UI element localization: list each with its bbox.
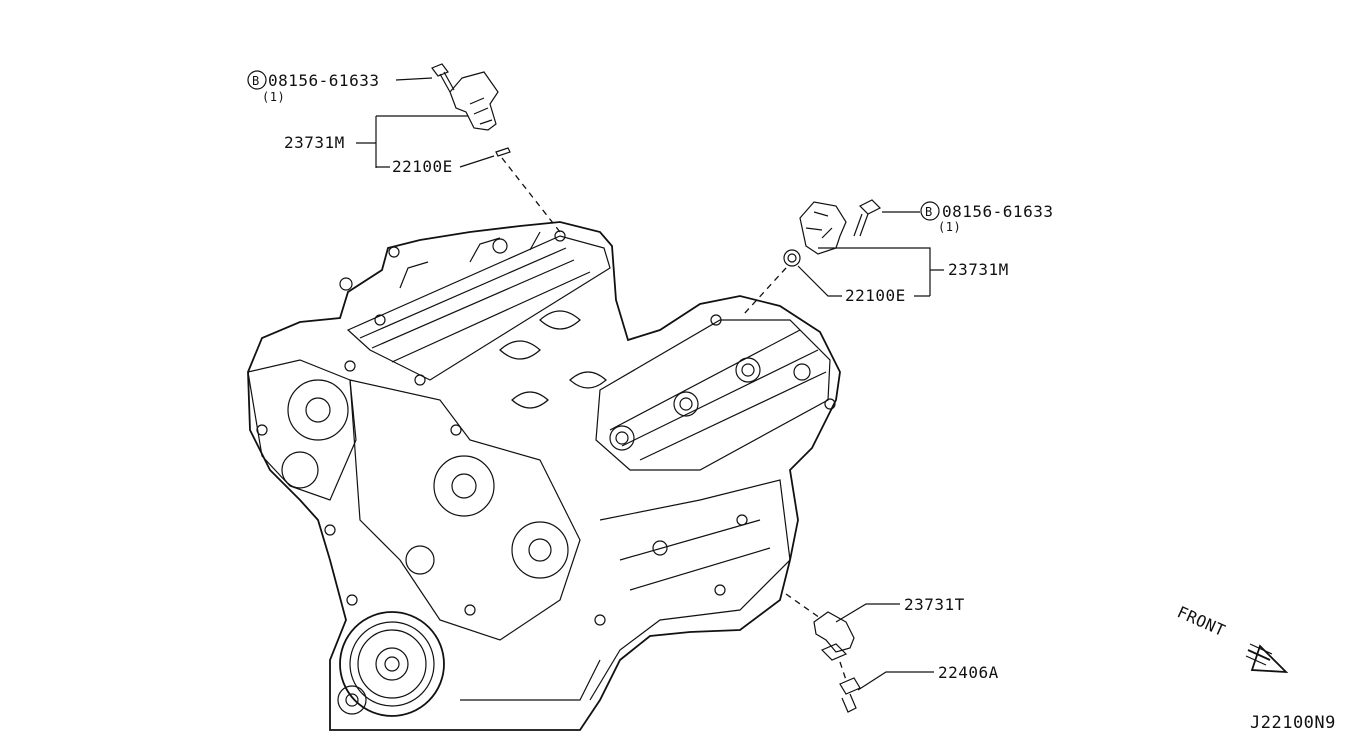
part-number-crank-bolt: 22406A bbox=[938, 663, 999, 682]
part-number-sensor-top: 23731M bbox=[284, 133, 345, 152]
callout-oring-right: 22100E bbox=[797, 265, 930, 305]
callout-sensor-top: 23731M bbox=[284, 115, 468, 168]
callout-oring-top: 22100E bbox=[376, 155, 495, 176]
callout-crank-bolt: 22406A bbox=[857, 663, 999, 691]
quantity-bolt-right: (1) bbox=[938, 220, 961, 234]
engine-block-illustration bbox=[247, 221, 841, 731]
top-sensor-assembly bbox=[431, 63, 561, 233]
bolt-symbol-b-icon bbox=[247, 70, 267, 90]
part-number-oring-top: 22100E bbox=[392, 157, 453, 176]
part-number-bolt-top: 08156-61633 bbox=[268, 71, 379, 90]
front-arrow-icon bbox=[1245, 643, 1289, 674]
right-sensor-assembly bbox=[743, 199, 882, 315]
bolt-symbol-b-icon-right bbox=[920, 201, 940, 221]
part-number-oring-right: 22100E bbox=[845, 286, 906, 305]
callout-bolt-top: B 08156-61633 (1) bbox=[247, 70, 433, 104]
right-sensor-install-line bbox=[743, 267, 787, 315]
part-number-crank-sensor: 23731T bbox=[904, 595, 965, 614]
part-number-sensor-right: 23731M bbox=[948, 260, 1009, 279]
quantity-bolt-top: (1) bbox=[262, 90, 285, 104]
figure-code: J22100N9 bbox=[1250, 713, 1336, 733]
callout-crank-sensor: 23731T bbox=[835, 595, 965, 623]
front-direction-indicator: FRONT bbox=[1174, 602, 1289, 674]
crank-sensor-assembly bbox=[785, 593, 861, 713]
front-label: FRONT bbox=[1174, 602, 1228, 640]
bolt-right-prefix: B bbox=[925, 205, 933, 219]
callout-bolt-right: B 08156-61633 (1) bbox=[882, 201, 1053, 234]
bolt-top-prefix: B bbox=[252, 74, 260, 88]
bolt-heads bbox=[256, 230, 836, 626]
crank-sensor-install-line bbox=[785, 593, 821, 619]
top-sensor-install-line bbox=[501, 157, 561, 233]
part-number-bolt-right: 08156-61633 bbox=[942, 202, 1053, 221]
callout-sensor-right: 23731M bbox=[818, 247, 1009, 296]
